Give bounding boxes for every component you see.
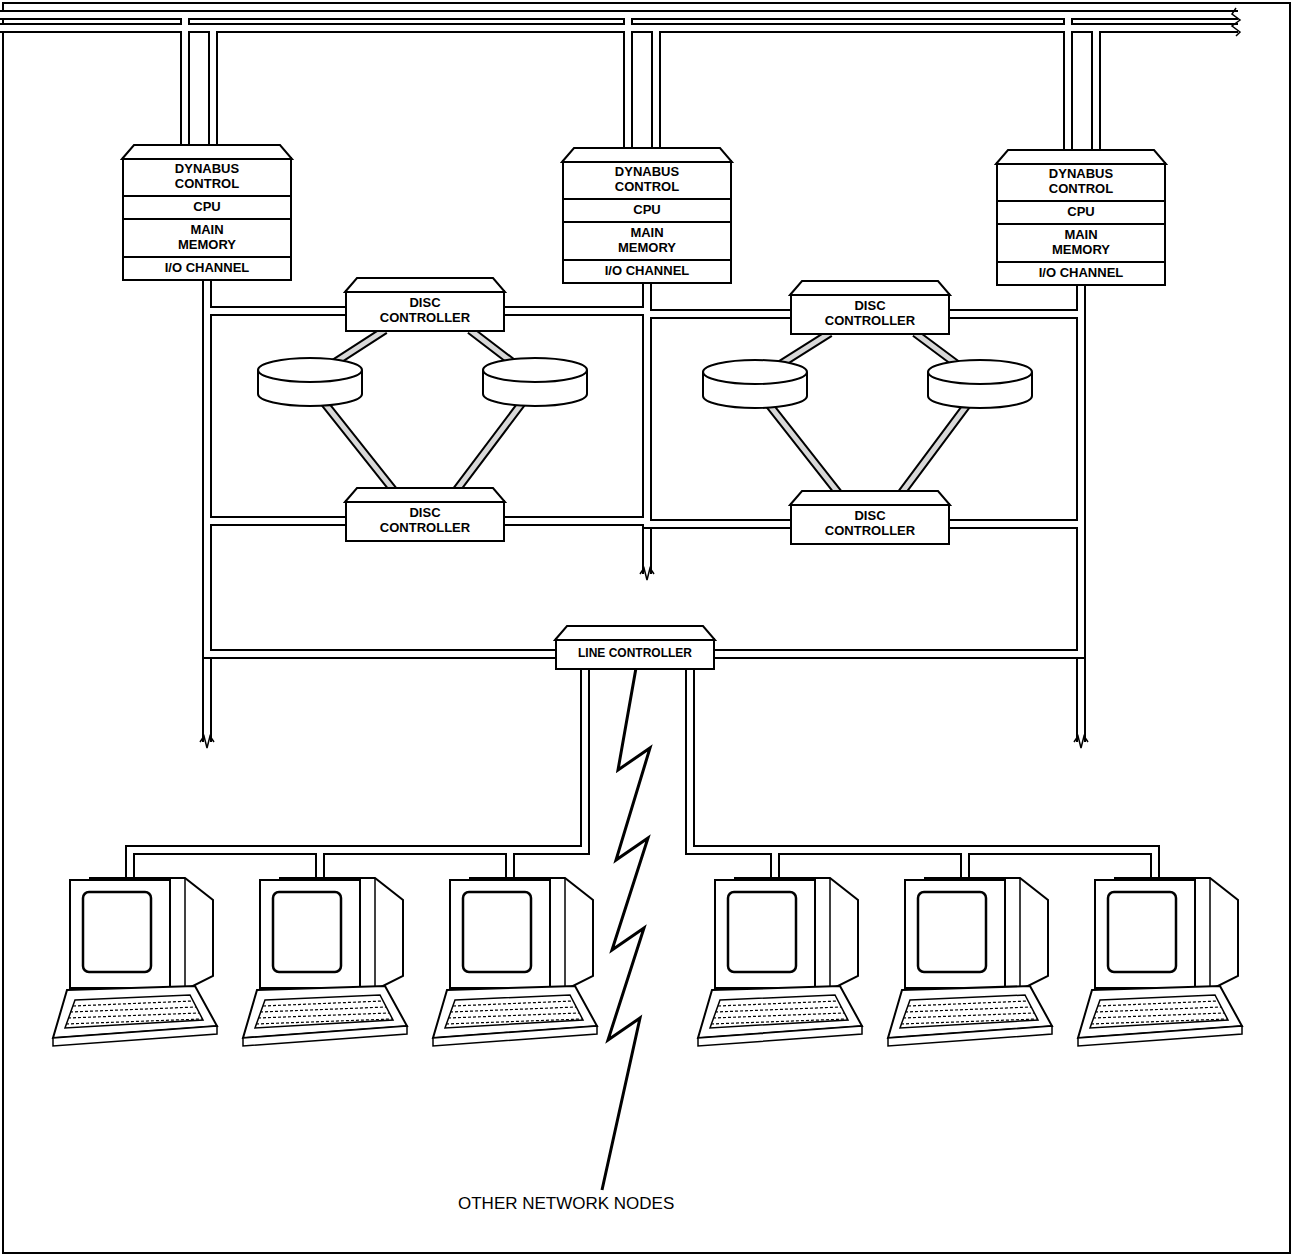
unit-label: DYNABUS CONTROL [998, 164, 1164, 200]
io-bus [950, 284, 1081, 314]
io-bus [207, 279, 345, 521]
roof-outline [345, 487, 505, 502]
io-bus [505, 282, 647, 521]
unit-label: CPU [564, 198, 730, 221]
roof-outline [555, 625, 715, 640]
roof-outline [996, 149, 1166, 164]
processor-module: DYNABUS CONTROLCPUMAIN MEMORYI/O CHANNEL [996, 162, 1166, 286]
io-bus [505, 282, 647, 311]
io-bus-inner [647, 282, 790, 524]
io-bus [647, 282, 790, 314]
io-bus [950, 284, 1081, 524]
io-bus-inner [647, 282, 790, 314]
network-label: OTHER NETWORK NODES [458, 1194, 674, 1214]
io-bus [647, 282, 790, 524]
unit-label: DISC CONTROLLER [347, 502, 503, 540]
unit-label: DISC CONTROLLER [792, 295, 948, 333]
processor-module: DYNABUS CONTROLCPUMAIN MEMORYI/O CHANNEL [122, 157, 292, 281]
io-bus-inner [715, 284, 1081, 654]
unit-label: CPU [998, 200, 1164, 223]
roof-outline [562, 147, 732, 162]
unit-label: MAIN MEMORY [998, 223, 1164, 261]
disc-controller: DISC CONTROLLER [345, 290, 505, 332]
io-bus-inner [505, 282, 647, 521]
processor-module: DYNABUS CONTROLCPUMAIN MEMORYI/O CHANNEL [562, 160, 732, 284]
unit-label: MAIN MEMORY [564, 221, 730, 259]
io-bus-inner [505, 282, 647, 311]
unit-label: DYNABUS CONTROL [124, 159, 290, 195]
io-bus-inner [207, 279, 555, 654]
unit-label: I/O CHANNEL [124, 256, 290, 279]
unit-label: I/O CHANNEL [564, 259, 730, 282]
roof-outline [122, 144, 292, 159]
unit-label: MAIN MEMORY [124, 218, 290, 256]
line-controller: LINE CONTROLLER [555, 638, 715, 670]
disc-controller: DISC CONTROLLER [790, 503, 950, 545]
io-bus [715, 284, 1081, 654]
roof-outline [790, 490, 950, 505]
unit-label: DISC CONTROLLER [347, 292, 503, 330]
roof-outline [345, 277, 505, 292]
roof-outline [790, 280, 950, 295]
unit-label: LINE CONTROLLER [557, 640, 713, 668]
io-bus-inner [950, 284, 1081, 314]
io-bus [207, 279, 555, 654]
unit-label: I/O CHANNEL [998, 261, 1164, 284]
unit-label: DISC CONTROLLER [792, 505, 948, 543]
disc-controller: DISC CONTROLLER [790, 293, 950, 335]
io-bus [207, 279, 345, 311]
disc-controller: DISC CONTROLLER [345, 500, 505, 542]
io-bus-inner [207, 279, 345, 311]
unit-label: CPU [124, 195, 290, 218]
unit-label: DYNABUS CONTROL [564, 162, 730, 198]
io-bus-inner [950, 284, 1081, 524]
io-bus-inner [207, 279, 345, 521]
